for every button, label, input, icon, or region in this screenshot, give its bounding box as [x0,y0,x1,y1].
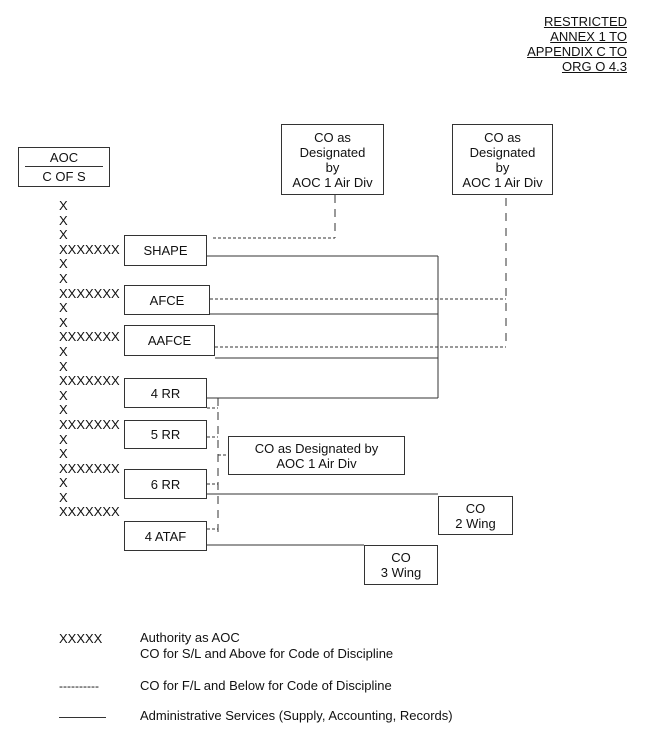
unit-label: 4 RR [150,385,181,401]
unit-label: AFCE [149,292,185,308]
unit-box-aafce: AAFCE [124,325,215,356]
cofs-label: C OF S [42,169,86,184]
header-line: RESTRICTED [543,14,627,29]
legend-xxxxx-text: Authority as AOC CO for S/L and Above fo… [140,630,393,662]
aoc-divider [25,166,103,167]
classification-header: RESTRICTED ANNEX 1 TO APPENDIX C TO ORG … [527,14,627,74]
co-designated-box-left: CO as Designated by AOC 1 Air Div [281,124,384,195]
co-designated-box-right: CO as Designated by AOC 1 Air Div [452,124,553,195]
aoc-cofs-box: AOC C OF S [18,147,110,187]
unit-label: SHAPE [143,243,188,258]
legend-dashed-text: CO for F/L and Below for Code of Discipl… [140,678,392,693]
unit-box-4rr: 4 RR [124,378,207,408]
co-3wing-box: CO 3 Wing [364,545,438,585]
unit-label: AAFCE [147,333,192,348]
unit-label: 4 ATAF [144,528,187,544]
legend-solid-key [59,717,106,718]
co-designated-box-mid: CO as Designated by AOC 1 Air Div [228,436,405,475]
unit-label: 5 RR [150,427,181,442]
unit-box-shape: SHAPE [124,235,207,266]
unit-box-4ataf: 4 ATAF [124,521,207,551]
legend-solid-text: Administrative Services (Supply, Account… [140,708,453,723]
legend-xxxxx-key: XXXXX [59,631,103,646]
unit-box-afce: AFCE [124,285,210,315]
legend-dashed-key: ---------- [59,679,99,693]
authority-x-column: X X X XXXXXXX X X XXXXXXX X X XXXXXXX X … [59,198,120,520]
co-2wing-box: CO 2 Wing [438,496,513,535]
unit-box-5rr: 5 RR [124,420,207,449]
co-3wing-label: CO 3 Wing [380,550,422,580]
co-designated-label: CO as Designated by AOC 1 Air Div [254,440,379,471]
legend-xxxxx-line2: CO for S/L and Above for Code of Discipl… [140,646,394,661]
aoc-label: AOC [49,150,79,165]
header-line: ORG O 4.3 [561,59,627,74]
unit-label: 6 RR [150,476,181,492]
co-designated-label: CO as Designated by AOC 1 Air Div [292,129,373,190]
legend-xxxxx-line1: Authority as AOC [140,630,240,645]
unit-box-6rr: 6 RR [124,469,207,499]
header-line: ANNEX 1 TO [550,29,627,44]
co-2wing-label: CO 2 Wing [455,500,496,531]
header-line: APPENDIX C TO [527,44,627,59]
co-designated-label: CO as Designated by AOC 1 Air Div [462,129,543,190]
